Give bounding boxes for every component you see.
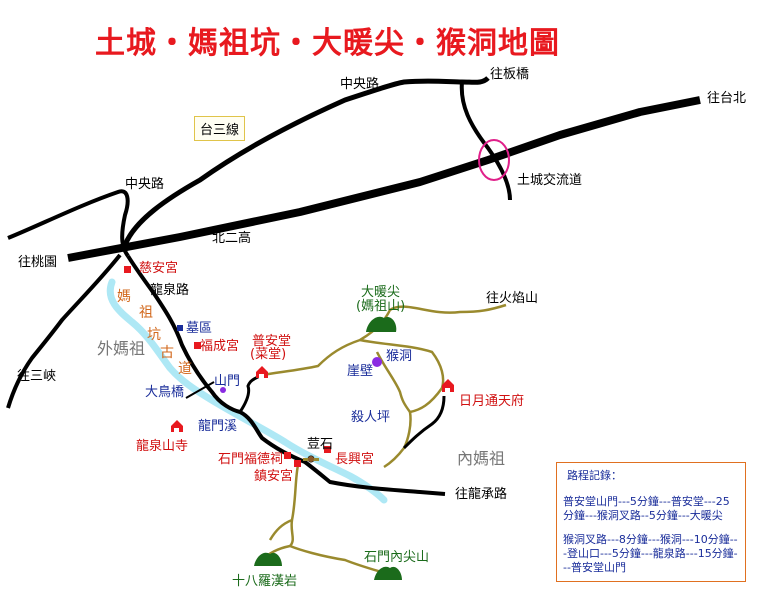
trail-name-char: 坑 — [147, 327, 161, 343]
label-puantang-sub: (菜堂) — [250, 347, 287, 362]
road-zhongyang-west — [7, 189, 130, 258]
label-bei2gao: 北二高 — [212, 231, 252, 246]
label-zhongyang-top: 中央路 — [340, 77, 380, 92]
label-outer-mazu: 外媽祖 — [97, 339, 146, 358]
label-shimen-neijian: 石門內尖山 — [364, 550, 430, 565]
temple-icon — [171, 366, 454, 432]
road-to-puantang — [238, 373, 263, 413]
label-puantang: 普安堂 — [252, 334, 292, 349]
label-inner-mazu: 內媽祖 — [457, 449, 506, 468]
trail-name-char: 古 — [160, 345, 174, 361]
label-to-longcheng: 往龍承路 — [455, 487, 508, 502]
route-info-title: 路程記錄： — [567, 469, 622, 482]
label-daniao-bridge: 大鳥橋 — [145, 385, 185, 400]
mountain-icon — [254, 316, 402, 580]
label-to-taipei: 往台北 — [707, 91, 747, 106]
rock-icon — [303, 455, 319, 463]
freeway-bei2gao — [67, 96, 701, 262]
label-sharenping: 殺人坪 — [351, 410, 391, 425]
label-shimen-fude: 石門福德祠 — [218, 452, 284, 467]
cemetery-icon — [177, 325, 183, 331]
label-fucheng: 福成宮 — [200, 339, 240, 354]
trail-south — [261, 464, 389, 576]
trail-name-char: 道 — [178, 361, 192, 377]
label-longquan-road: 龍泉路 — [150, 283, 190, 298]
label-to-taoyuan: 往桃園 — [18, 255, 58, 270]
label-cemetery: 墓區 — [186, 321, 213, 336]
trail-cliff — [375, 351, 412, 413]
label-shiba-luohan: 十八羅漢岩 — [232, 574, 298, 589]
label-zhenan: 鎮安宮 — [254, 469, 294, 484]
label-to-huoyanshan: 往火焰山 — [486, 291, 539, 306]
label-nuanjian: 大暖尖 — [361, 285, 401, 300]
label-ciantemple: 慈安宮 — [139, 261, 179, 276]
label-changxing: 長興宮 — [335, 452, 375, 467]
label-to-sanxia: 往三峽 — [17, 369, 57, 384]
label-riyue: 日月通天府 — [459, 394, 525, 409]
trail-name-char: 媽 — [117, 289, 131, 305]
road-to-banqiao — [459, 81, 512, 201]
cave-icon — [372, 357, 382, 367]
map-title: 土城・媽祖坑・大暖尖・猴洞地圖 — [95, 26, 560, 61]
label-longquan-temple: 龍泉山寺 — [136, 439, 189, 454]
label-shanmen: 山門 — [214, 374, 241, 389]
label-longmen-creek: 龍門溪 — [198, 419, 238, 434]
longmen-creek-river — [106, 278, 388, 504]
road-longquan — [126, 254, 446, 496]
label-to-banqiao: 往板橋 — [490, 67, 530, 82]
road-riyue — [402, 395, 446, 450]
trail-name-char: 祖 — [139, 305, 153, 321]
label-tucheng-ic: 土城交流道 — [517, 173, 583, 188]
label-dounshi: 荳石 — [307, 437, 334, 452]
route-info-box: 路程記錄： 普安堂山門---5分鐘---普安堂---25分鐘---猴洞叉路--5… — [556, 462, 746, 582]
landmark-dot-icon — [220, 387, 226, 393]
label-yabi: 崖壁 — [347, 364, 374, 379]
trail-to-cave — [359, 338, 445, 469]
road-to-sanxia — [6, 253, 122, 409]
temple-icon — [124, 266, 331, 467]
label-zhongyang-left: 中央路 — [125, 177, 165, 192]
interchange-circle[interactable] — [478, 139, 510, 181]
label-hoodong: 猴洞 — [386, 349, 413, 364]
route-info-para2: 猴洞叉路---8分鐘---猴洞---10分鐘---登山口---5分鐘---龍泉路… — [563, 533, 738, 574]
label-tai3: 台三線 — [194, 116, 246, 141]
route-info-para1: 普安堂山門---5分鐘---普安堂---25分鐘---猴洞叉路--5分鐘---大… — [563, 495, 730, 522]
road-daniao-bridge — [185, 381, 215, 399]
road-tai3-zhongyang — [122, 76, 490, 247]
label-nuanjian-sub: (媽祖山) — [356, 299, 406, 314]
